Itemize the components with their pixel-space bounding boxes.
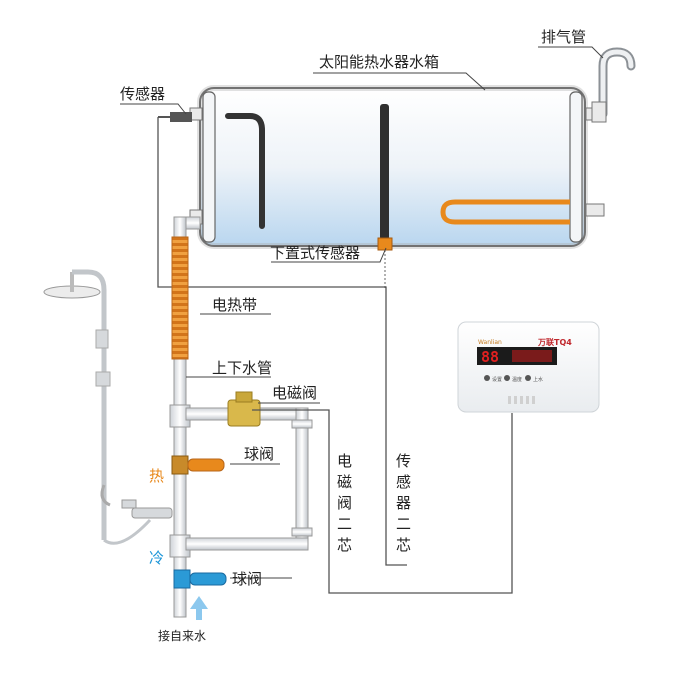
label-sensor: 传感器 (120, 85, 165, 103)
leader-lines (120, 46, 604, 579)
controller-button-3[interactable]: 上水 (533, 376, 543, 383)
sensor-core-char: 芯 (396, 536, 411, 554)
label-bottom-sensor: 下置式传感器 (270, 244, 360, 262)
controller-display-digits: 88 (481, 348, 499, 366)
sensor-core-char: 感 (396, 473, 411, 491)
solenoid-valve (227, 391, 261, 427)
label-updown-pipe: 上下水管 (212, 359, 272, 377)
label-ball-valve-hot: 球阀 (244, 445, 274, 463)
bottom-sensor (377, 237, 393, 290)
solenoid-pipe-loop (185, 407, 313, 551)
label-sensor-core: 传 感 器 二 芯 (396, 452, 411, 554)
label-heating-tape: 电热带 (212, 296, 257, 314)
cold-ball-valve (173, 569, 227, 589)
label-ball-valve-cold: 球阀 (232, 570, 262, 588)
label-tap-water-inlet: 接自来水 (158, 628, 206, 643)
solenoid-core-char: 二 (337, 515, 352, 533)
controller-unit: Wanlian 万联TQ4 88 设置 温度 上水 (457, 321, 600, 413)
sensor-core-char: 传 (396, 452, 411, 470)
solenoid-core-char: 电 (337, 452, 352, 470)
hot-ball-valve (171, 455, 225, 475)
heating-tape (171, 236, 189, 360)
controller-model-badge: 万联TQ4 (537, 337, 572, 347)
controller-button-1[interactable]: 设置 (492, 376, 502, 383)
solenoid-wire (252, 409, 513, 594)
exhaust-pipe (591, 47, 636, 123)
label-tank: 太阳能热水器水箱 (319, 53, 439, 71)
label-solenoid-valve: 电磁阀 (272, 384, 317, 402)
solenoid-core-char: 磁 (337, 473, 352, 491)
label-hot: 热 (149, 467, 164, 485)
water-tank (189, 85, 605, 249)
solenoid-core-char: 芯 (337, 536, 352, 554)
water-inlet-arrow (190, 596, 208, 620)
solenoid-core-char: 阀 (337, 494, 352, 512)
sensor-core-char: 器 (396, 494, 411, 512)
label-cold: 冷 (149, 549, 164, 567)
shower-set (43, 269, 173, 545)
sensor-core-char: 二 (396, 515, 411, 533)
controller-brand: Wanlian (478, 339, 502, 346)
top-sensor (157, 112, 407, 566)
controller-button-2[interactable]: 温度 (512, 376, 522, 383)
label-exhaust-pipe: 排气管 (541, 28, 586, 46)
label-solenoid-core: 电 磁 阀 二 芯 (337, 452, 352, 554)
